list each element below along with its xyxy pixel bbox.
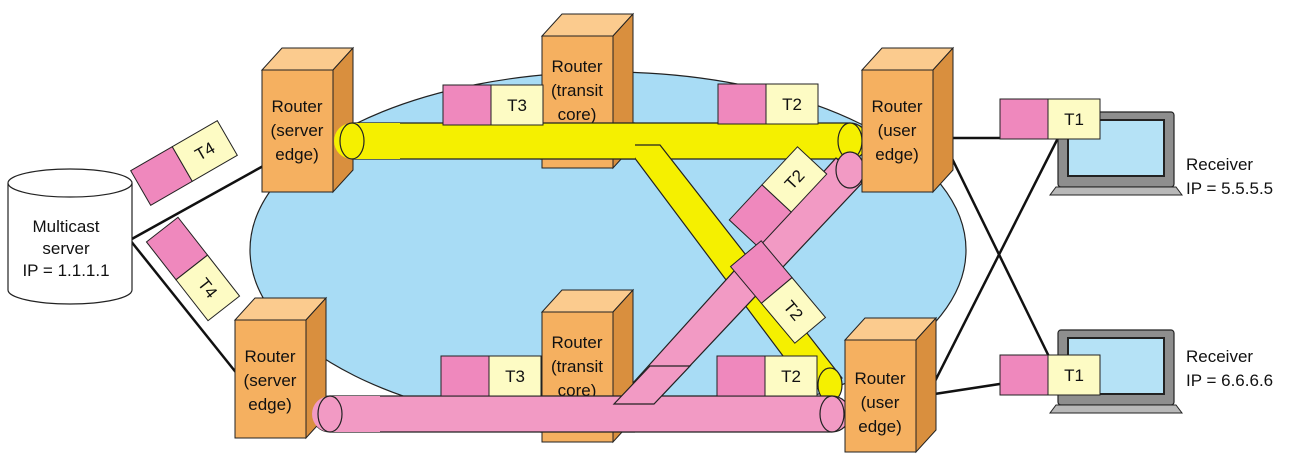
router-label-line3: edge) [275, 145, 318, 164]
packet-tag-t3-bottom: T3 [440, 355, 542, 397]
tag-label: T2 [781, 367, 801, 386]
router-label-line3: edge) [875, 145, 918, 164]
router-user-edge-bottom: Router (user edge) [843, 316, 938, 454]
pink-tunnel-diagonal-base [612, 365, 692, 405]
router-label-line1: Router [271, 97, 322, 116]
router-label-line2: (transit [551, 81, 603, 100]
router-label-line2: (server [271, 121, 324, 140]
router-label-line1: Router [854, 369, 905, 388]
tag-label: T3 [505, 367, 525, 386]
router-label-line3: core) [558, 381, 597, 400]
router-label-line3: edge) [248, 395, 291, 414]
router-label-line3: core) [558, 105, 597, 124]
receiver-bottom-ip: IP = 6.6.6.6 [1186, 371, 1273, 390]
router-label-line2: (user [861, 393, 900, 412]
router-user-edge-top: Router (user edge) [860, 46, 955, 194]
server-label-line3: IP = 1.1.1.1 [22, 261, 109, 280]
router-label-line1: Router [244, 347, 295, 366]
receiver-bottom-label: Receiver [1186, 347, 1253, 366]
packet-tag-t3-top: T3 [442, 84, 544, 126]
receiver-top-ip: IP = 5.5.5.5 [1186, 179, 1273, 198]
tag-label: T1 [1064, 110, 1084, 129]
tag-label: T1 [1064, 366, 1084, 385]
router-server-edge-bottom: Router (server edge) [233, 296, 328, 440]
packet-tag-t1-bottom: T1 [999, 354, 1101, 396]
packet-tag-t1-top: T1 [999, 98, 1101, 140]
packet-tag-t2-bottom: T2 [716, 355, 818, 397]
router-label-line3: edge) [858, 417, 901, 436]
router-label-line1: Router [551, 333, 602, 352]
router-server-edge-top: Router (server edge) [260, 46, 355, 194]
tag-label: T3 [507, 96, 527, 115]
link-user-edge-bottom-to-receiver-top [926, 137, 1060, 396]
server-label-line2: server [42, 239, 90, 258]
pink-tunnel-bottom-mouth [317, 395, 343, 433]
link-server-to-top-edge [129, 163, 266, 242]
packet-tag-t4-bottom: T4 [145, 216, 241, 322]
yellow-tunnel-top-mouth [339, 122, 365, 160]
packet-tag-t2-diagonal-upper: T2 [728, 146, 828, 248]
router-label-line2: (user [878, 121, 917, 140]
multicast-server: Multicast server IP = 1.1.1.1 [7, 168, 133, 305]
server-label-line1: Multicast [32, 217, 99, 236]
link-user-edge-top-to-receiver-bottom [940, 137, 1060, 376]
router-label-line1: Router [871, 97, 922, 116]
router-label-line2: (transit [551, 357, 603, 376]
router-label-line1: Router [551, 57, 602, 76]
receiver-top-label: Receiver [1186, 155, 1253, 174]
router-label-line2: (server [244, 371, 297, 390]
packet-tag-t2-top: T2 [717, 83, 819, 125]
packet-tag-t2-diagonal-lower: T2 [729, 240, 827, 344]
yellow-tunnel-top-front [540, 123, 635, 159]
packet-tag-t4-top: T4 [130, 119, 238, 207]
tag-label: T2 [782, 95, 802, 114]
link-server-to-bottom-edge [129, 239, 239, 376]
